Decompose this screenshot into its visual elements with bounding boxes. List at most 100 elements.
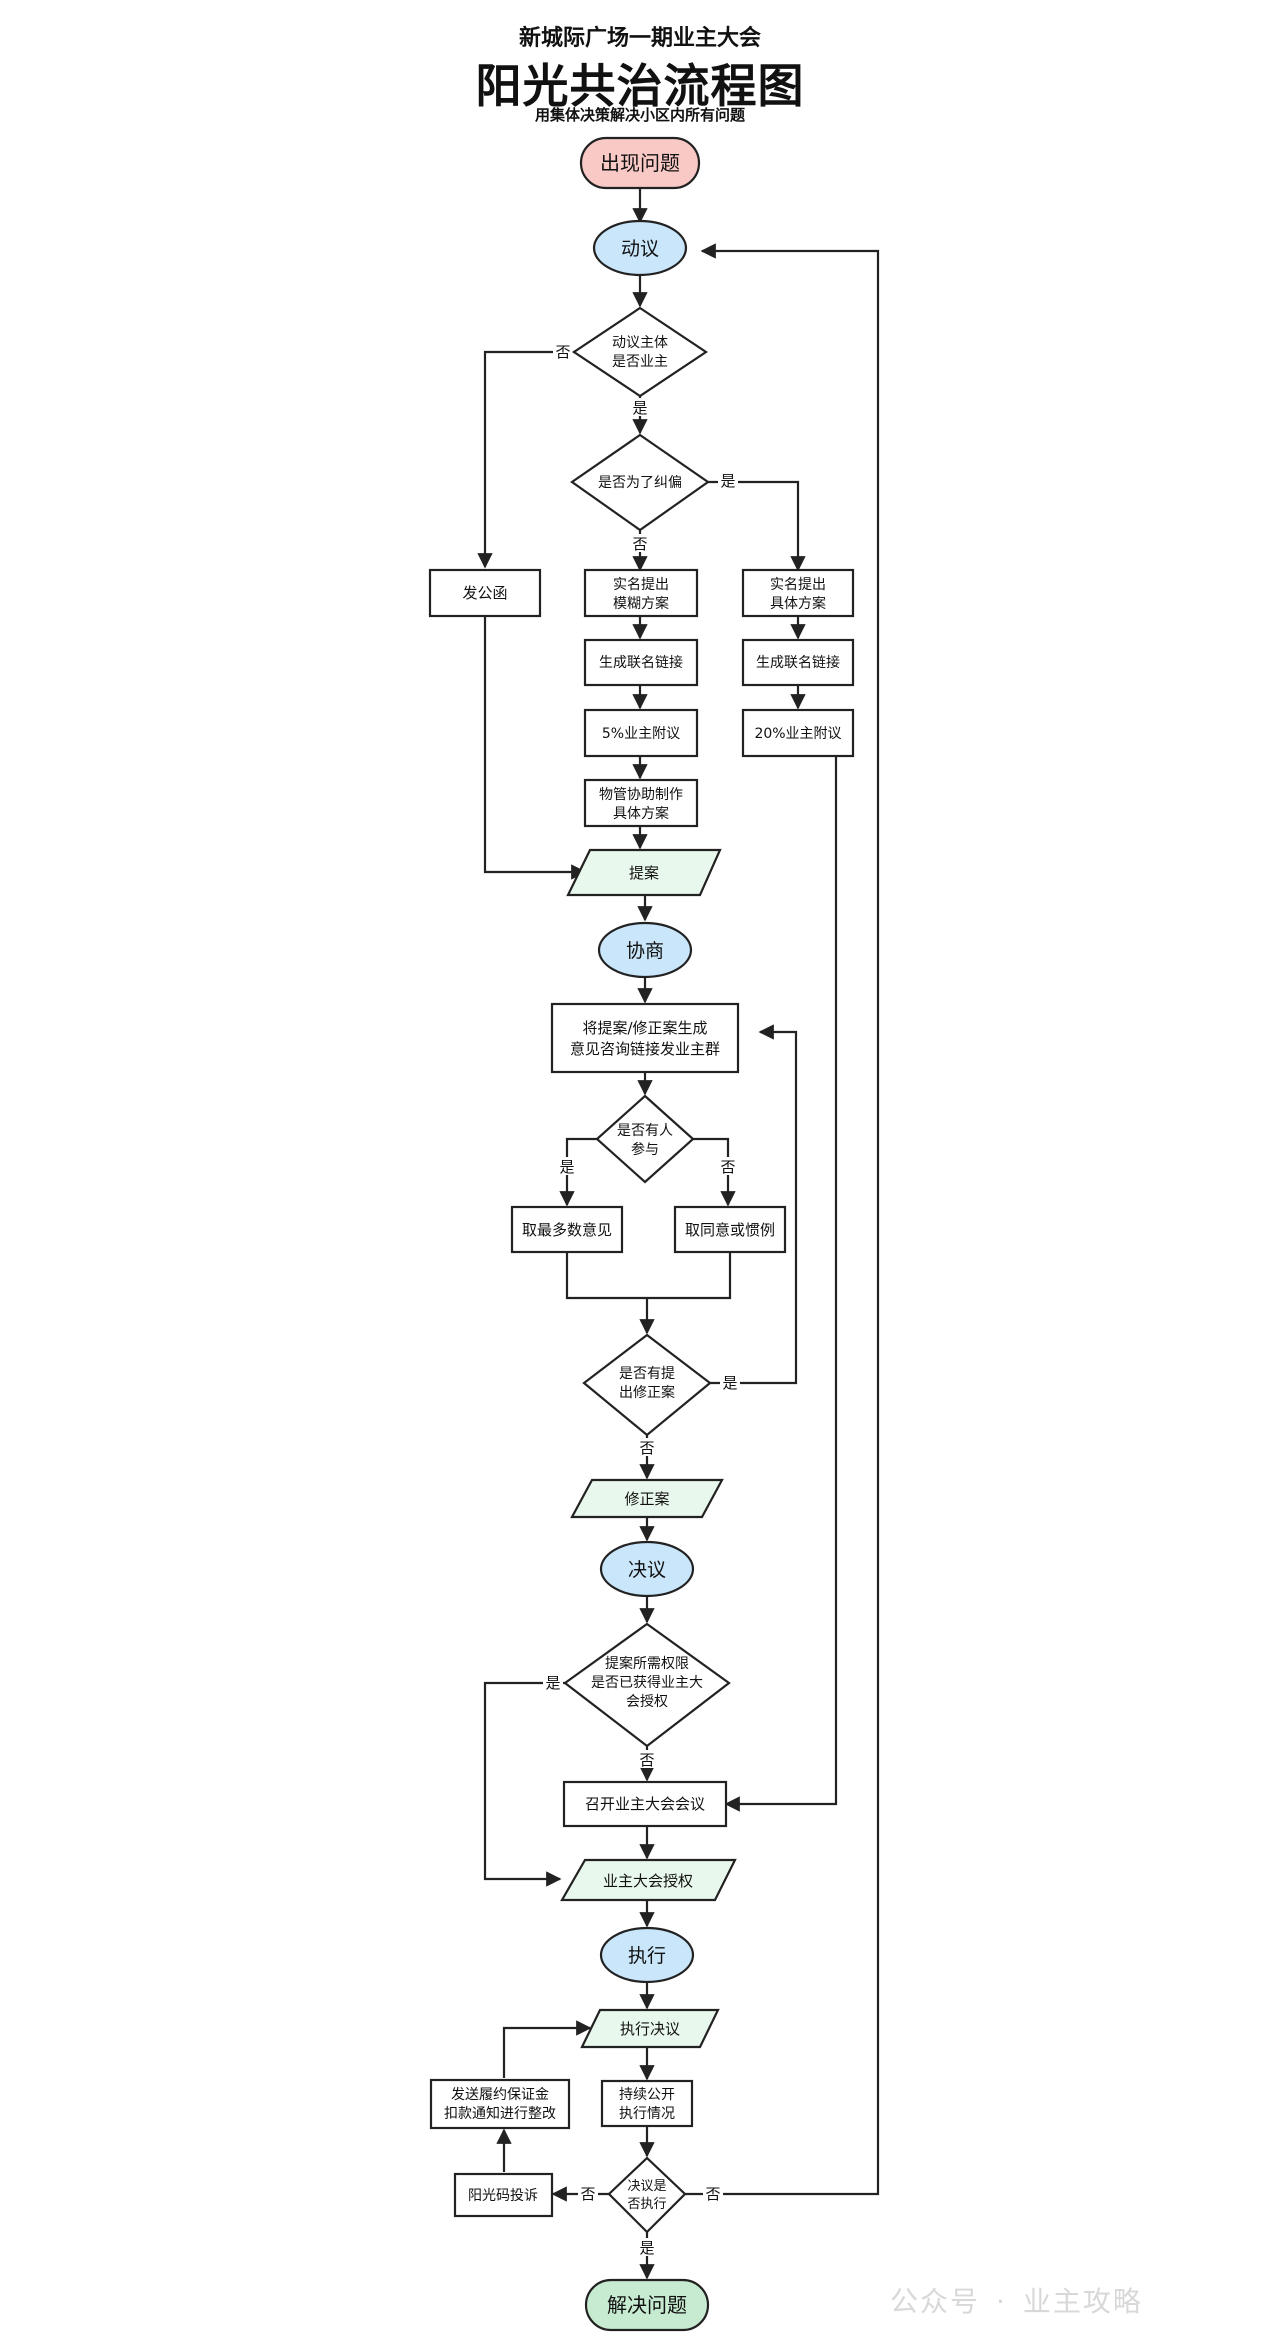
amendment-data [570,1478,724,1519]
watermark: 公众号·业主攻略 [890,2280,1159,2320]
node-labels: 出现问题 动议 动议主体 是否业主 是否为了纠偏 发公函 实名提出 模糊方案 生… [444,151,842,2317]
link-right-label: 生成联名链接 [756,654,840,671]
pm-assist-box [583,778,699,828]
amend-label-1: 是否有提 [619,1366,675,1382]
link-left-box [583,638,699,687]
label-exec-yes: 是 [639,2239,654,2257]
exec-q-label-1: 决议是 [627,2179,666,2194]
edge-deposit-execres [502,2020,592,2078]
concrete-plan-label-1: 实名提出 [770,577,826,593]
anyone-label-1: 是否有人 [617,1123,673,1139]
resolution-label: 决议 [628,1559,666,1581]
auth-label-1: 提案所需权限 [605,1655,689,1672]
vague-plan-label-1: 实名提出 [613,577,669,593]
diagram-subtitle: 用集体决策解决小区内所有问题 [534,106,745,124]
twenty-pct-box [741,708,855,758]
start-terminal [579,136,701,190]
motion-phase [592,219,688,277]
anyone-label-2: 参与 [631,1141,659,1158]
meeting-box [562,1780,728,1828]
edge-letter-proposal [483,616,587,880]
diagram-main-title: 阳光共治流程图 [475,59,805,113]
amend-decision [582,1333,712,1437]
label-owner-yes: 是 [632,399,647,417]
exec-q-label-2: 否执行 [627,2197,666,2212]
proposal-label: 提案 [629,864,659,882]
meeting-label: 召开业主大会会议 [585,1795,705,1813]
consult-label: 协商 [626,940,664,962]
amendment-label: 修正案 [624,1490,669,1508]
edges [477,188,880,2280]
majority-box [510,1205,624,1254]
send-letter-box [428,568,542,618]
label-exec-no-left: 否 [580,2185,595,2203]
deposit-box [429,2078,571,2130]
concrete-plan-label-2: 具体方案 [770,595,826,612]
complaint-box [453,2172,554,2218]
consent-label: 取同意或惯例 [685,1221,775,1239]
disclose-label-2: 执行情况 [619,2106,675,2122]
consent-box [673,1205,787,1254]
five-pct-label: 5%业主附议 [602,726,680,742]
edge-amend-yes [710,1024,798,1385]
resolution-phase [599,1540,695,1598]
consult-link-label-1: 将提案/修正案生成 [582,1019,707,1037]
disclose-box [600,2079,694,2128]
motion-label: 动议 [621,238,659,260]
auth-label-2: 是否已获得业主大 [591,1674,703,1691]
is-correction-label: 是否为了纠偏 [598,475,682,491]
concrete-plan-box [741,568,855,618]
pm-assist-label-2: 具体方案 [613,805,669,822]
complaint-label: 阳光码投诉 [468,2188,538,2204]
label-correction-no: 否 [632,535,647,553]
auth-label-3: 会授权 [626,1694,668,1710]
edge-exec-no-right [685,243,880,2196]
owner-auth-data [560,1858,737,1902]
vague-plan-box [583,568,699,618]
label-auth-no: 否 [639,1751,654,1769]
link-right-box [741,638,855,687]
edge-owner-no [477,350,578,569]
consult-phase [597,921,693,979]
edge-labels: 否 是 是 否 是 否 是 否 是 否 否 否 是 [543,342,740,2257]
watermark-account: 公众号 [890,2285,981,2318]
exec-resolution-data [580,2008,720,2049]
five-pct-box [583,708,699,758]
is-owner-label-2: 是否业主 [612,354,668,370]
label-auth-yes: 是 [545,1674,560,1692]
execute-phase [599,1926,695,1984]
anyone-decision [595,1094,695,1184]
disclose-label-1: 持续公开 [619,2086,675,2103]
deposit-label-2: 扣款通知进行整改 [444,2105,556,2122]
exec-decision [607,2156,687,2234]
label-correction-yes: 是 [720,472,735,490]
consult-link-label-2: 意见咨询链接发业主群 [570,1040,720,1058]
is-owner-decision [572,306,708,398]
watermark-dot: · [996,2285,1007,2318]
twenty-pct-label: 20%业主附议 [754,726,841,742]
is-correction-decision [570,433,710,532]
edge-auth-yes [483,1681,565,1887]
nodes [428,136,855,2332]
execute-label: 执行 [628,1945,666,1967]
label-anyone-yes: 是 [559,1158,574,1176]
edge-correction-yes [708,480,806,572]
send-letter-label: 发公函 [462,584,507,602]
label-owner-no: 否 [555,343,570,361]
link-left-label: 生成联名链接 [599,654,683,671]
auth-decision [563,1622,731,1748]
amend-label-2: 出修正案 [619,1384,675,1401]
edge-anyone-yes [559,1137,597,1207]
exec-resolution-label: 执行决议 [620,2020,680,2038]
vague-plan-label-2: 模糊方案 [613,595,669,612]
end-label: 解决问题 [607,2293,687,2317]
majority-label: 取最多数意见 [522,1221,612,1239]
diagram-org-title: 新城际广场一期业主大会 [518,26,761,51]
label-amend-yes: 是 [722,1374,737,1392]
start-label: 出现问题 [600,151,680,175]
deposit-label-1: 发送履约保证金 [451,2087,549,2103]
label-anyone-no: 否 [720,1158,735,1176]
owner-auth-label: 业主大会授权 [603,1872,693,1890]
label-exec-no-right: 否 [705,2185,720,2203]
